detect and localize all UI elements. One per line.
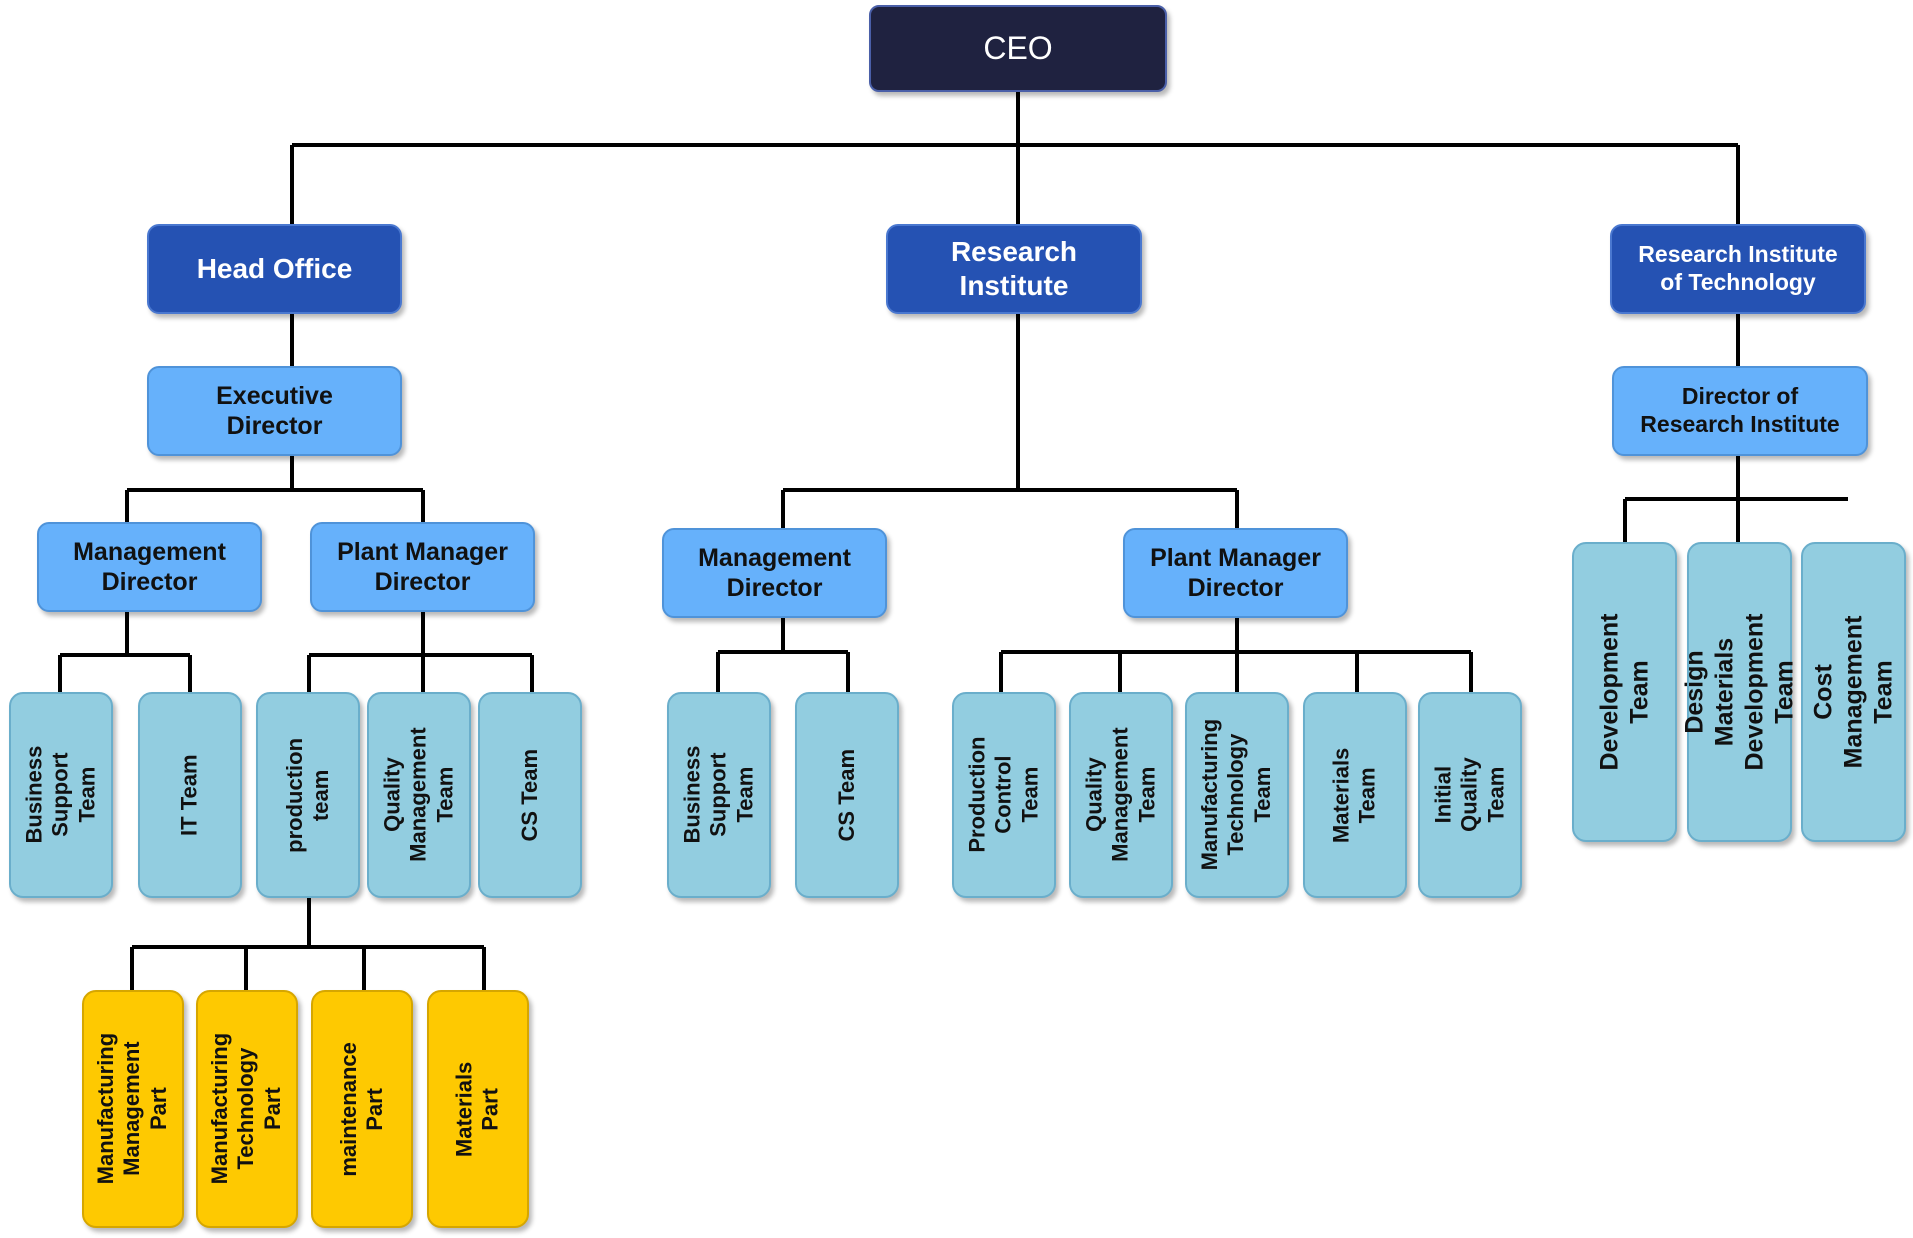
ho-executive-director-box: Executive Director	[147, 366, 402, 456]
ho-management-director-label: Management Director	[73, 538, 226, 596]
team-label: Development Team	[1595, 613, 1654, 771]
team-label: Design Materials Development Team	[1680, 613, 1799, 771]
ho-team-it: IT Team	[138, 692, 242, 898]
research-institute-label: Research Institute	[950, 236, 1078, 301]
team-label: production team	[281, 737, 333, 853]
ri-team-production-control: Production Control Team	[952, 692, 1056, 898]
team-label: Initial Quality Team	[1430, 757, 1509, 833]
rit-team-cost-management: Cost Management Team	[1801, 542, 1906, 842]
ho-team-cs: CS Team	[478, 692, 582, 898]
ri-plant-manager-director-box: Plant Manager Director	[1123, 528, 1348, 618]
ho-management-director-box: Management Director	[37, 522, 262, 612]
rit-team-design-materials-development: Design Materials Development Team	[1681, 542, 1799, 842]
part-label: Manufacturing Technology Part	[207, 1033, 286, 1185]
team-label: CS Team	[516, 748, 542, 842]
ho-part-manufacturing-technology: Manufacturing Technology Part	[196, 990, 298, 1228]
research-institute-box: Research Institute	[886, 224, 1142, 314]
team-label: Manufacturing Technology Team	[1197, 719, 1276, 871]
ho-part-materials: Materials Part	[427, 990, 529, 1228]
team-label: IT Team	[176, 754, 202, 836]
team-label: Quality Management Team	[1081, 727, 1160, 863]
research-institute-tech-box: Research Institute of Technology	[1610, 224, 1866, 314]
ri-management-director-box: Management Director	[662, 528, 887, 618]
ceo-label: CEO	[983, 30, 1053, 67]
ho-team-business-support: Business Support Team	[9, 692, 113, 898]
ri-management-director-label: Management Director	[698, 544, 851, 602]
team-label: Cost Management Team	[1809, 615, 1898, 769]
head-office-box: Head Office	[147, 224, 402, 314]
ho-part-manufacturing-management: Manufacturing Management Part	[82, 990, 184, 1228]
research-institute-tech-label: Research Institute of Technology	[1638, 241, 1838, 295]
rit-director-box: Director of Research Institute	[1612, 366, 1868, 456]
part-label: maintenance Part	[335, 1041, 387, 1177]
team-label: Quality Management Team	[379, 727, 458, 863]
ho-team-quality-management: Quality Management Team	[367, 692, 471, 898]
ri-team-business-support: Business Support Team	[667, 692, 771, 898]
ho-team-production: production team	[256, 692, 360, 898]
ho-plant-manager-director-box: Plant Manager Director	[310, 522, 535, 612]
ho-executive-director-label: Executive Director	[216, 382, 333, 440]
ceo-box: CEO	[869, 5, 1167, 92]
team-label: Business Support Team	[679, 746, 758, 844]
rit-team-development: Development Team	[1572, 542, 1677, 842]
team-label: Production Control Team	[964, 736, 1043, 854]
ri-team-materials: Materials Team	[1303, 692, 1407, 898]
ho-part-maintenance: maintenance Part	[311, 990, 413, 1228]
ri-team-initial-quality: Initial Quality Team	[1418, 692, 1522, 898]
team-label: Materials Team	[1328, 747, 1380, 843]
team-label: Business Support Team	[21, 746, 100, 844]
head-office-label: Head Office	[196, 253, 353, 285]
part-label: Materials Part	[451, 1061, 503, 1157]
ri-team-cs: CS Team	[795, 692, 899, 898]
ri-plant-manager-director-label: Plant Manager Director	[1150, 544, 1321, 602]
team-label: CS Team	[833, 748, 859, 842]
part-label: Manufacturing Management Part	[93, 1033, 172, 1185]
ri-team-manufacturing-technology: Manufacturing Technology Team	[1185, 692, 1289, 898]
rit-director-label: Director of Research Institute	[1640, 383, 1840, 437]
ri-team-quality-management: Quality Management Team	[1069, 692, 1173, 898]
ho-plant-manager-director-label: Plant Manager Director	[337, 538, 508, 596]
